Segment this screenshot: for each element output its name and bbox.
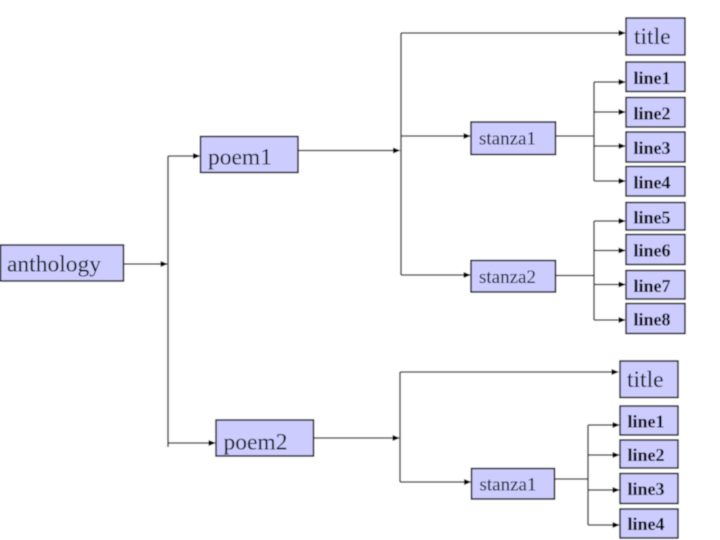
svg-text:line3: line3 xyxy=(634,138,671,158)
svg-text:title: title xyxy=(627,367,664,393)
svg-text:poem1: poem1 xyxy=(208,145,272,171)
svg-text:poem2: poem2 xyxy=(224,430,288,456)
svg-text:line8: line8 xyxy=(634,310,671,330)
svg-text:line3: line3 xyxy=(628,479,665,499)
svg-text:line6: line6 xyxy=(634,241,671,261)
svg-text:line1: line1 xyxy=(628,412,665,432)
svg-text:stanza1: stanza1 xyxy=(480,475,537,496)
svg-text:line1: line1 xyxy=(634,68,671,88)
svg-text:title: title xyxy=(634,24,671,50)
svg-text:line4: line4 xyxy=(634,173,671,193)
svg-text:anthology: anthology xyxy=(7,252,101,278)
svg-text:line2: line2 xyxy=(634,104,671,124)
svg-text:line2: line2 xyxy=(628,445,665,465)
svg-text:line4: line4 xyxy=(628,514,665,534)
svg-text:stanza1: stanza1 xyxy=(479,129,536,150)
svg-text:line7: line7 xyxy=(634,276,671,296)
svg-text:line5: line5 xyxy=(634,208,671,228)
svg-text:stanza2: stanza2 xyxy=(479,267,536,288)
